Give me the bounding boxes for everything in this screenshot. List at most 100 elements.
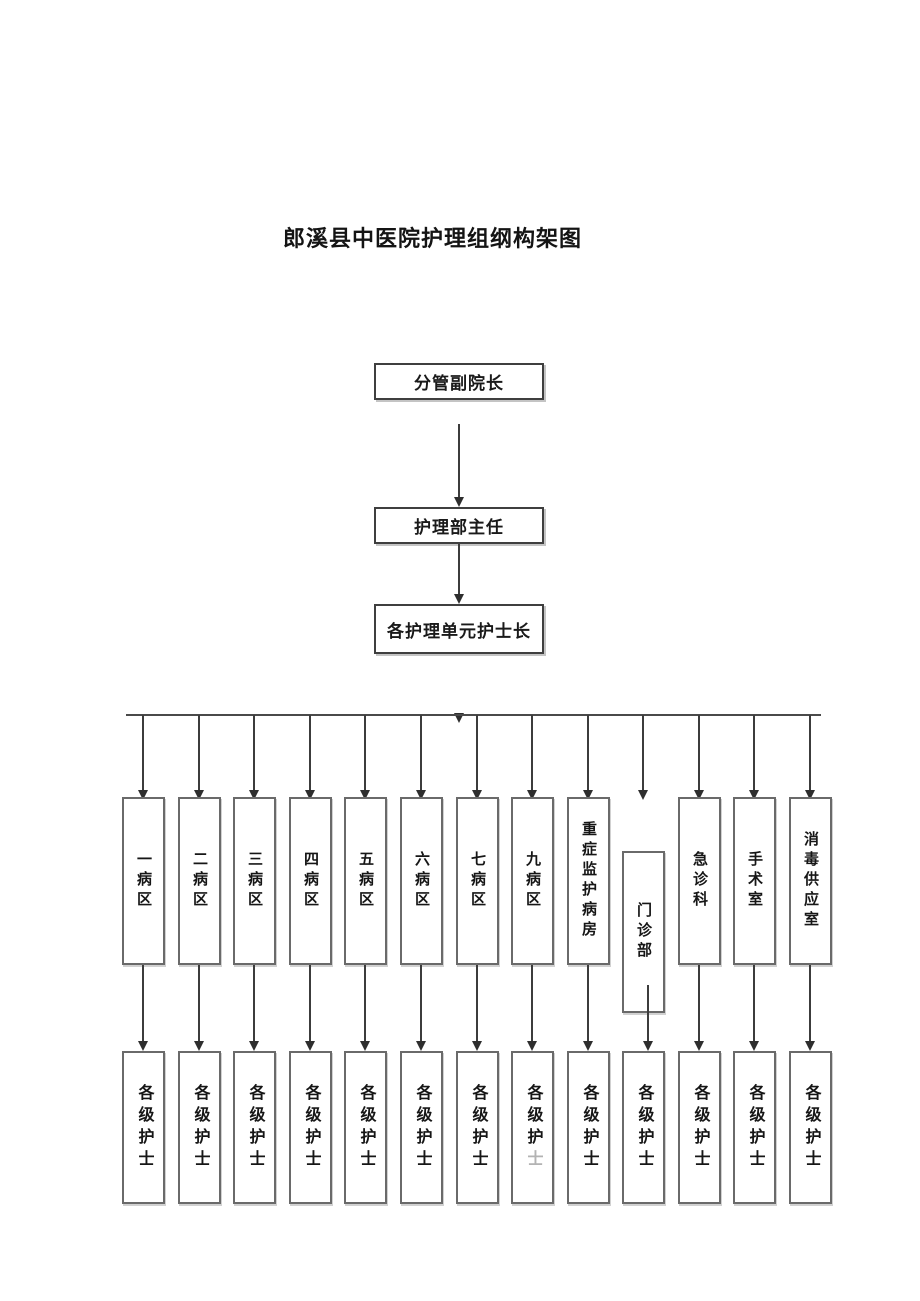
connector-line <box>198 715 200 790</box>
department-box: 门诊部 <box>622 851 665 1013</box>
nurse-box: 各级护士 <box>678 1051 721 1204</box>
arrowhead-icon <box>805 1041 815 1051</box>
nurse-box: 各级护士 <box>622 1051 665 1204</box>
nurse-label: 各级护士 <box>469 1083 487 1172</box>
head-nurses-box: 各护理单元护士长 <box>374 604 544 654</box>
connector-line <box>142 965 144 1042</box>
connector-line <box>531 715 533 790</box>
arrowhead-icon <box>643 1041 653 1051</box>
department-label: 消毒供应室 <box>802 831 819 931</box>
arrowhead-icon <box>527 790 537 800</box>
nurse-label: 各级护士 <box>413 1083 431 1172</box>
nurse-label: 各级护士 <box>191 1083 209 1172</box>
nursing-director-label: 护理部主任 <box>414 518 504 537</box>
connector-line <box>587 965 589 1042</box>
nurse-box: 各级护士 <box>289 1051 332 1204</box>
arrowhead-icon <box>249 1041 259 1051</box>
arrowhead-icon <box>472 1041 482 1051</box>
connector-line <box>198 965 200 1042</box>
connector-line <box>253 965 255 1042</box>
department-label: 五病区 <box>357 851 374 911</box>
connector-line <box>809 965 811 1042</box>
nurse-box: 各级护士 <box>178 1051 221 1204</box>
connector-line <box>698 715 700 790</box>
arrowhead-icon <box>305 790 315 800</box>
arrowhead-icon <box>454 594 464 604</box>
connector-line <box>142 715 144 790</box>
department-box: 一病区 <box>122 797 165 965</box>
page-title: 郎溪县中医院护理组纲构架图 <box>283 226 583 251</box>
vice-president-box: 分管副院长 <box>374 363 544 400</box>
connector-line <box>476 965 478 1042</box>
connector-line <box>531 965 533 1042</box>
nursing-director-box: 护理部主任 <box>374 507 544 544</box>
department-box: 五病区 <box>344 797 387 965</box>
arrowhead-icon <box>583 1041 593 1051</box>
arrowhead-icon <box>249 790 259 800</box>
arrowhead-icon <box>694 790 704 800</box>
nurse-box: 各级护士 <box>456 1051 499 1204</box>
arrowhead-icon <box>454 497 464 507</box>
arrowhead-icon <box>416 790 426 800</box>
arrowhead-icon <box>749 790 759 800</box>
nurse-label: 各级护士 <box>246 1083 264 1172</box>
arrowhead-icon <box>694 1041 704 1051</box>
connector-line <box>364 715 366 790</box>
connector-line <box>309 965 311 1042</box>
nurse-label: 各级护士 <box>302 1083 320 1172</box>
department-box: 消毒供应室 <box>789 797 832 965</box>
department-box: 急诊科 <box>678 797 721 965</box>
department-label: 一病区 <box>135 851 152 911</box>
department-label: 门诊部 <box>635 902 652 962</box>
arrowhead-icon <box>454 713 464 723</box>
arrowhead-icon <box>805 790 815 800</box>
nurse-box: 各级护士 <box>122 1051 165 1204</box>
connector-line <box>587 715 589 790</box>
department-box: 手术室 <box>733 797 776 965</box>
head-nurses-label: 各护理单元护士长 <box>387 621 531 641</box>
arrowhead-icon <box>194 790 204 800</box>
department-box: 三病区 <box>233 797 276 965</box>
arrowhead-icon <box>527 1041 537 1051</box>
nurse-label: 各级护士 <box>635 1083 653 1172</box>
connector-line <box>642 715 644 790</box>
nurse-box: 各级护士 <box>789 1051 832 1204</box>
arrowhead-icon <box>305 1041 315 1051</box>
nurse-box: 各级护士 <box>233 1051 276 1204</box>
arrowhead-icon <box>194 1041 204 1051</box>
arrowhead-icon <box>638 790 648 800</box>
department-box: 九病区 <box>511 797 554 965</box>
department-box: 四病区 <box>289 797 332 965</box>
connector-line <box>753 715 755 790</box>
department-label: 九病区 <box>524 851 541 911</box>
arrowhead-icon <box>472 790 482 800</box>
nurse-box: 各级护士 <box>733 1051 776 1204</box>
arrowhead-icon <box>360 1041 370 1051</box>
nurse-label: 各级护士 <box>524 1083 542 1172</box>
arrowhead-icon <box>360 790 370 800</box>
department-box: 二病区 <box>178 797 221 965</box>
connector-line <box>364 965 366 1042</box>
faded-glyph: 士 <box>524 1149 542 1172</box>
nurse-label: 各级护士 <box>802 1083 820 1172</box>
nurse-box: 各级护士 <box>400 1051 443 1204</box>
department-label: 七病区 <box>469 851 486 911</box>
nurse-box: 各级护士 <box>567 1051 610 1204</box>
department-label: 急诊科 <box>691 851 708 911</box>
connector-line <box>253 715 255 790</box>
vice-president-label: 分管副院长 <box>414 374 504 393</box>
nurse-label: 各级护士 <box>357 1083 375 1172</box>
department-label: 四病区 <box>302 851 319 911</box>
connector-line <box>309 715 311 790</box>
connector-line <box>458 544 460 595</box>
nurse-box: 各级护士 <box>344 1051 387 1204</box>
connector-line <box>458 424 460 498</box>
nurse-label: 各级护士 <box>135 1083 153 1172</box>
nurse-label: 各级护士 <box>580 1083 598 1172</box>
department-label: 手术室 <box>746 851 763 911</box>
nurse-label: 各级护士 <box>746 1083 764 1172</box>
department-box: 六病区 <box>400 797 443 965</box>
department-label: 重症监护病房 <box>580 821 597 941</box>
department-label: 六病区 <box>413 851 430 911</box>
